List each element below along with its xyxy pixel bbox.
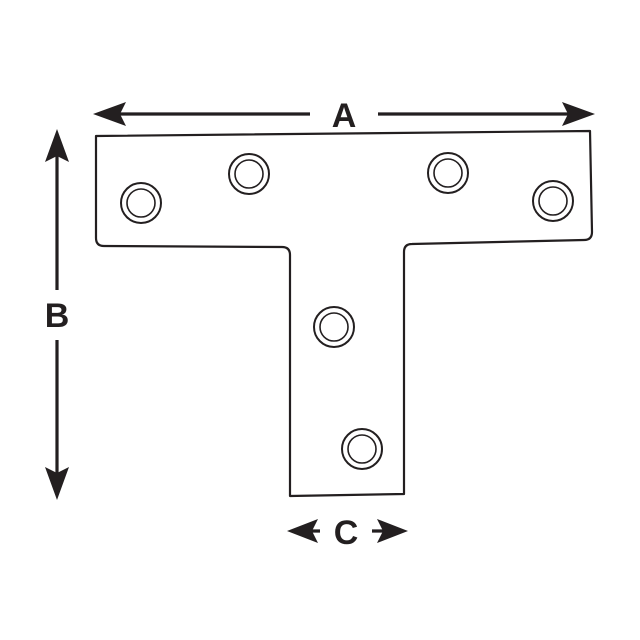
screw-hole <box>313 306 355 348</box>
arrowhead-left-icon <box>93 102 126 126</box>
dimension-c-label: C <box>334 514 359 552</box>
arrowhead-right-icon <box>562 102 595 126</box>
screw-hole <box>228 153 270 195</box>
screw-hole <box>427 152 469 194</box>
dimension-c: C <box>287 514 408 552</box>
arrowhead-left-icon <box>287 519 318 543</box>
screw-hole <box>532 180 574 222</box>
arrowhead-down-icon <box>45 467 69 500</box>
dimension-b-label: B <box>45 297 70 335</box>
dimension-a-label: A <box>332 97 357 135</box>
arrowhead-right-icon <box>377 519 408 543</box>
dimension-b: B <box>45 129 70 500</box>
screw-hole <box>120 182 162 224</box>
dimension-a: A <box>93 97 595 135</box>
screw-hole <box>341 428 383 470</box>
arrowhead-up-icon <box>45 129 69 162</box>
